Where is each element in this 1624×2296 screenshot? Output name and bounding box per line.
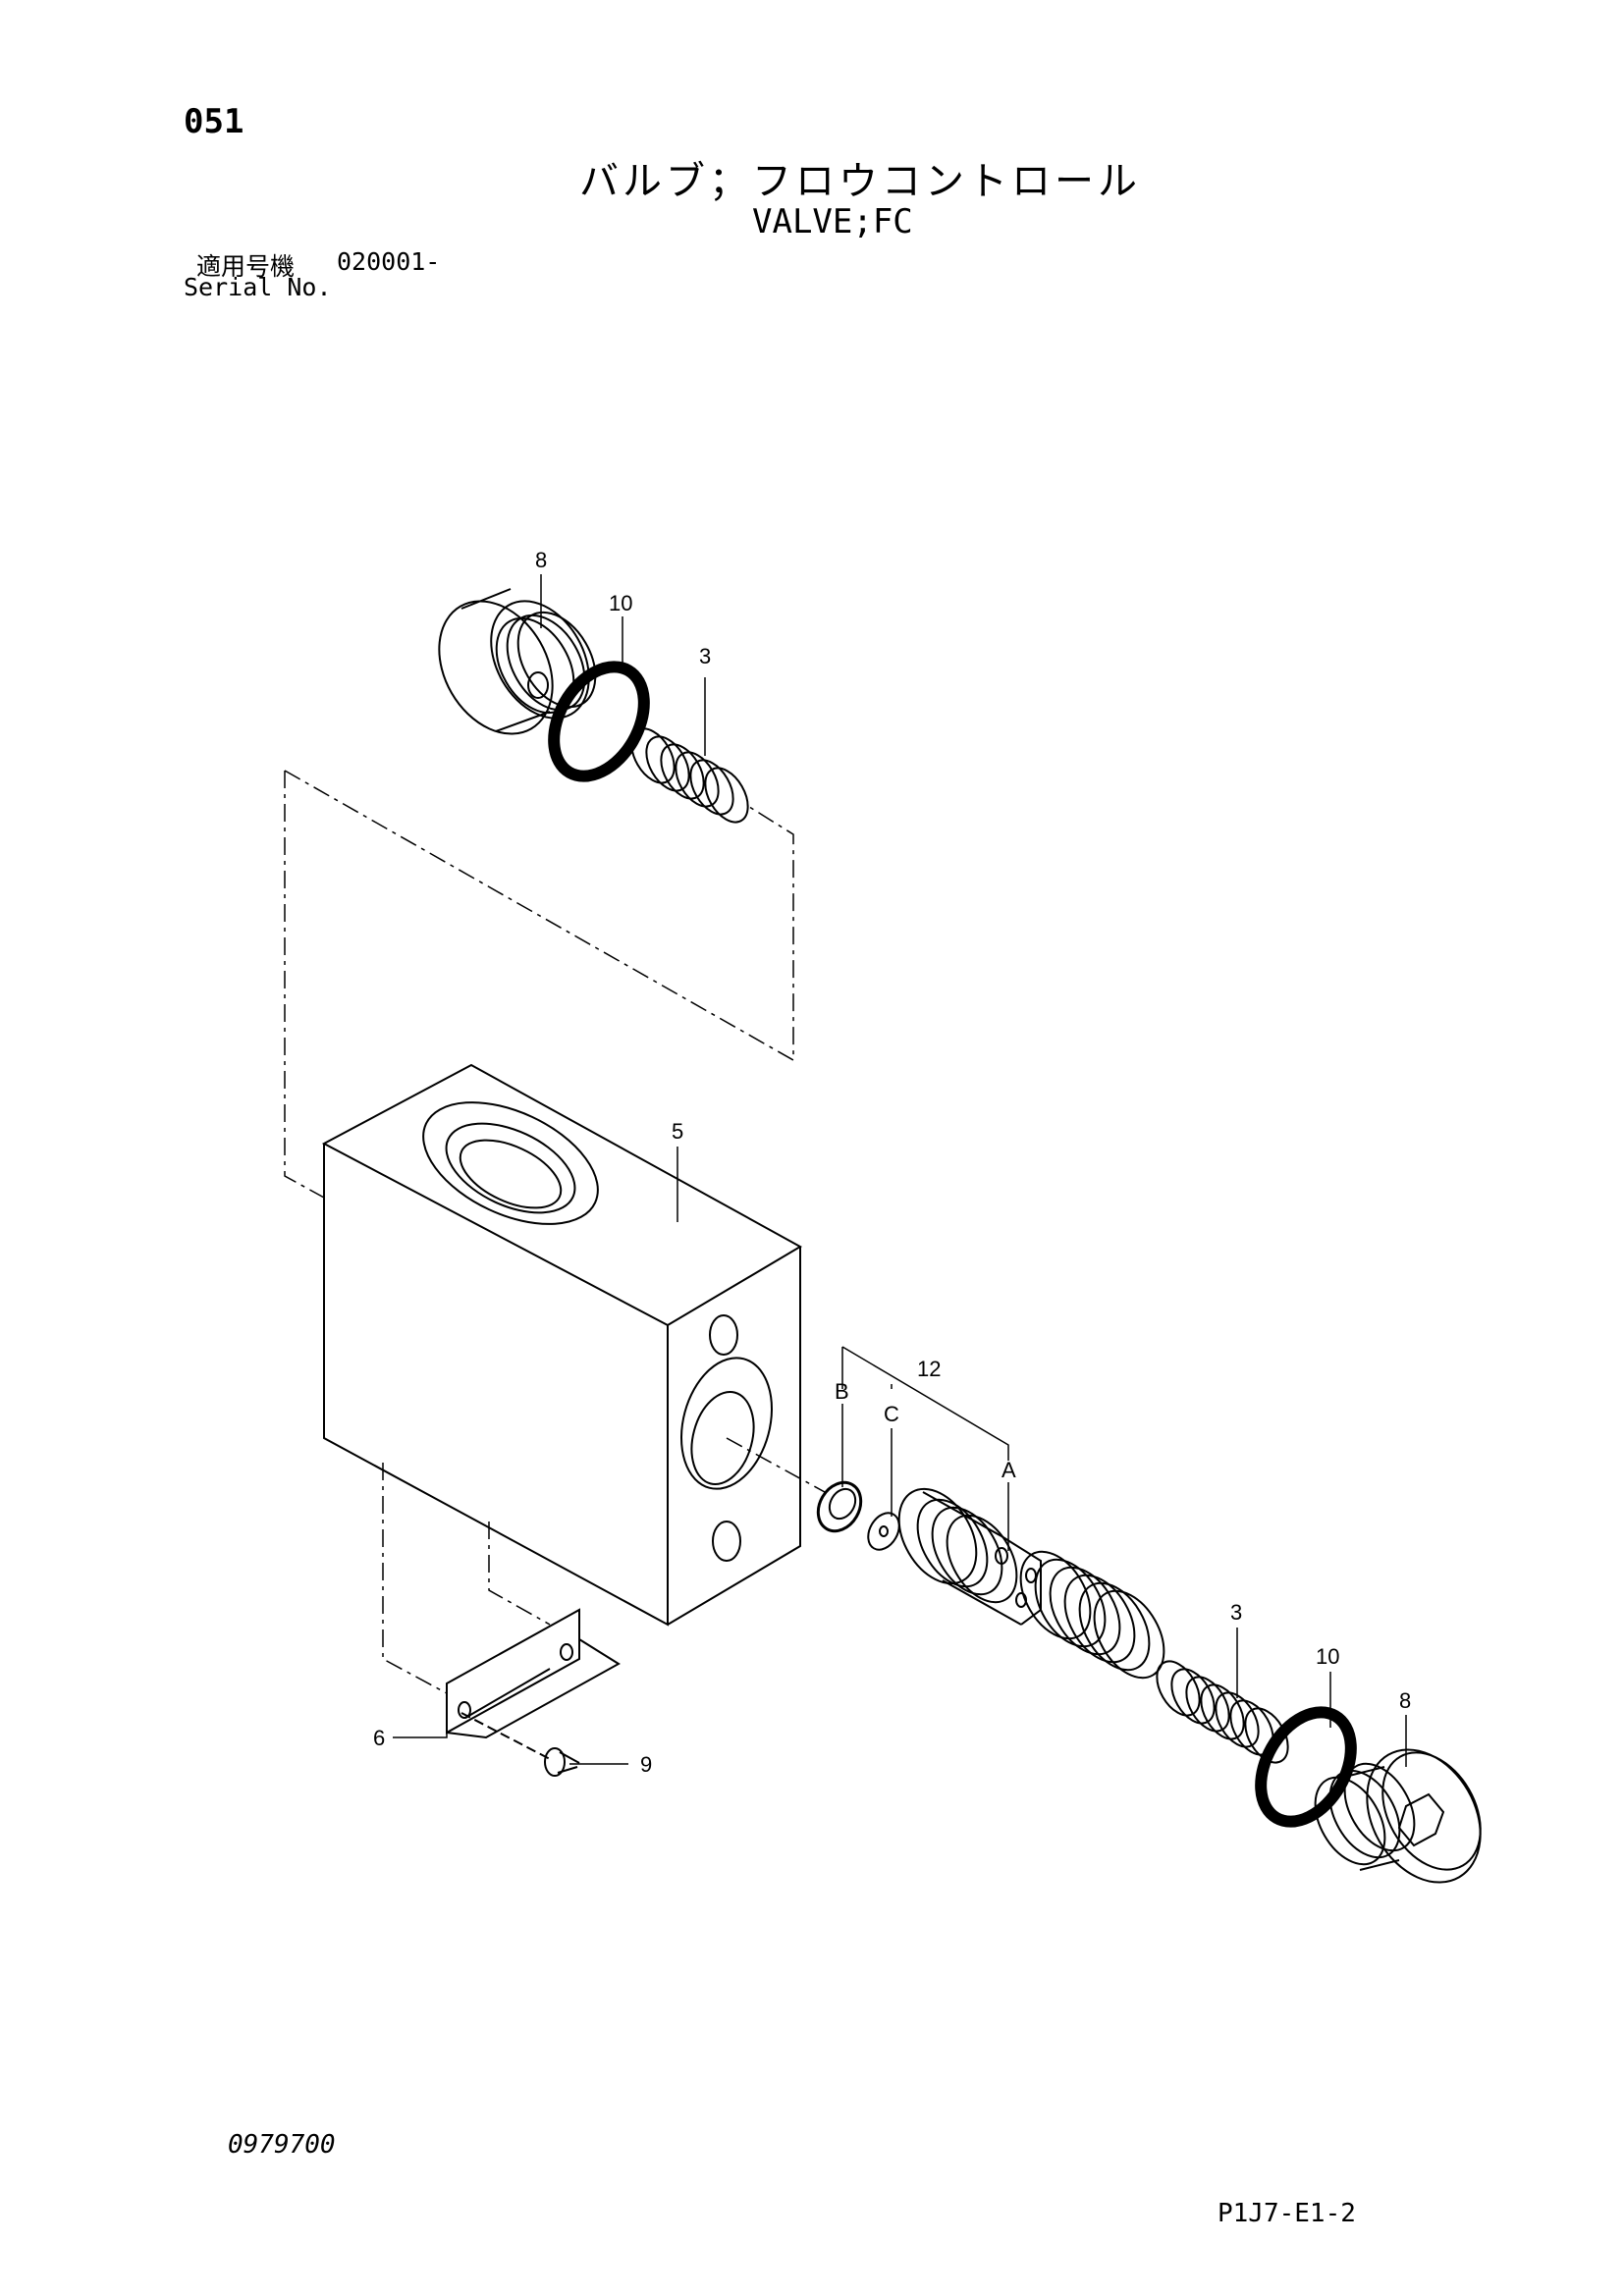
callout-3-top: 3 (699, 644, 711, 668)
callout-3-bottom: 3 (1230, 1600, 1242, 1625)
spool-a (897, 1487, 1165, 1680)
title-english: VALVE;FC (752, 202, 913, 241)
plug-bottom (1314, 1748, 1482, 1884)
callout-5: 5 (672, 1119, 683, 1144)
assembly-line-top (284, 770, 794, 1199)
callout-labels: 8 10 3 5 12 B C A 3 10 8 6 9 (373, 548, 1411, 1777)
leader-lines (393, 574, 1407, 1767)
o-ring-bottom (1255, 1706, 1357, 1828)
spring-top (630, 727, 749, 824)
seat-b (816, 1480, 863, 1533)
o-ring-top (548, 661, 650, 782)
valve-body (321, 1063, 803, 1627)
callout-10-top: 10 (609, 591, 632, 615)
assembly-line-bottom (382, 1437, 826, 1694)
callout-12: 12 (917, 1357, 941, 1381)
callout-c: C (884, 1402, 899, 1426)
washer-c (867, 1512, 900, 1551)
callout-8-top: 8 (535, 548, 547, 572)
serial-label-japanese: 適用号機 (196, 252, 296, 281)
callout-6: 6 (373, 1726, 385, 1750)
document-code: 0979700 (228, 2130, 336, 2160)
rivet (460, 1712, 580, 1777)
callout-b: B (835, 1379, 849, 1404)
serial-label-english: Serial No. (184, 273, 332, 301)
callout-a: A (1001, 1458, 1016, 1482)
page-number: 051 (184, 102, 244, 141)
serial-value: 020001- (337, 247, 441, 276)
spring-bottom (1156, 1660, 1289, 1764)
callout-8-bottom: 8 (1399, 1688, 1411, 1713)
nameplate (446, 1608, 621, 1739)
callout-10-bottom: 10 (1316, 1644, 1339, 1669)
plug-top (438, 588, 597, 735)
callout-9: 9 (640, 1752, 652, 1777)
page-reference: P1J7-E1-2 (1218, 2199, 1356, 2228)
title-japanese: バルブ；フロウコントロール (579, 159, 1141, 204)
